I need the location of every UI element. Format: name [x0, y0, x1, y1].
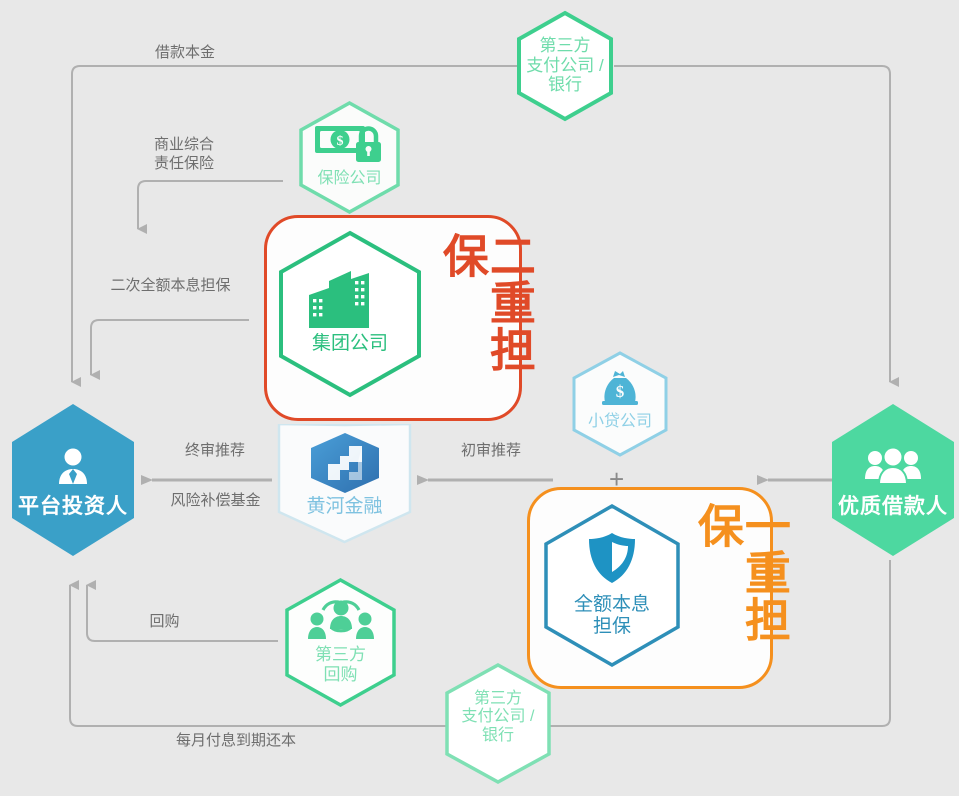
node-double-guarantee-box[interactable]: 集团公司 二重担保: [264, 215, 536, 421]
node-third-party-repurchase[interactable]: 第三方 回购: [283, 577, 398, 709]
huanghe-logo-icon: [311, 433, 379, 493]
edge-label-loan-principal: 借款本金: [154, 44, 215, 61]
edge-label-repurchase: 回购: [149, 613, 180, 630]
node-label-quality-borrower: 优质借款人: [838, 495, 948, 518]
node-label-single-guarantee: 一重担保: [691, 502, 791, 643]
node-third-party-pay-bottom[interactable]: 第三方 支付公司 / 银行: [443, 662, 553, 786]
node-full-guarantee[interactable]: 全额本息 担保: [541, 502, 683, 670]
edge-label-commercial-liability-insurance: 商业综合 责任保险: [153, 136, 214, 172]
buildings-icon: [309, 271, 369, 328]
hexagon-outline-icon: [517, 10, 613, 122]
shield-icon: [589, 533, 635, 583]
hexagon-outline-icon: [445, 663, 551, 784]
node-third-party-pay-top[interactable]: 第三方 支付公司 / 银行: [515, 10, 615, 122]
node-insurance-company[interactable]: $ 保险公司: [297, 100, 402, 215]
node-platform-investor[interactable]: 平台投资人: [12, 404, 134, 556]
node-group-company[interactable]: 集团公司: [276, 229, 424, 399]
hexagon-outline-icon: [285, 577, 396, 708]
plus-sign: +: [609, 464, 625, 494]
svg-text:$: $: [337, 134, 344, 149]
people-group-icon: [865, 446, 921, 485]
edge-label-final-review-recommend: 终审推荐: [184, 442, 245, 459]
repurchase-people-icon: [308, 600, 374, 639]
edge-label-secondary-full-guarantee: 二次全额本息担保: [110, 277, 231, 294]
svg-text:$: $: [616, 382, 625, 401]
node-label-double-guarantee: 二重担保: [436, 232, 536, 373]
hexagon-outline-icon: [544, 503, 680, 668]
edge-label-monthly-interest-principal: 每月付息到期还本: [175, 732, 296, 749]
node-single-guarantee-box[interactable]: 全额本息 担保 一重担保: [527, 487, 791, 689]
investor-person-icon: [59, 448, 87, 484]
node-huanghe-finance[interactable]: 黄河金融: [277, 422, 412, 544]
node-microloan-company[interactable]: $ 小贷公司: [570, 350, 670, 458]
money-bag-icon: $: [602, 371, 638, 405]
edge-label-initial-review-recommend: 初审推荐: [460, 442, 521, 459]
edge-label-risk-compensation-fund: 风险补偿基金: [170, 492, 261, 509]
banknote-lock-icon: $: [315, 126, 381, 162]
node-label-platform-investor: 平台投资人: [18, 495, 128, 518]
node-quality-borrower[interactable]: 优质借款人: [832, 404, 954, 556]
